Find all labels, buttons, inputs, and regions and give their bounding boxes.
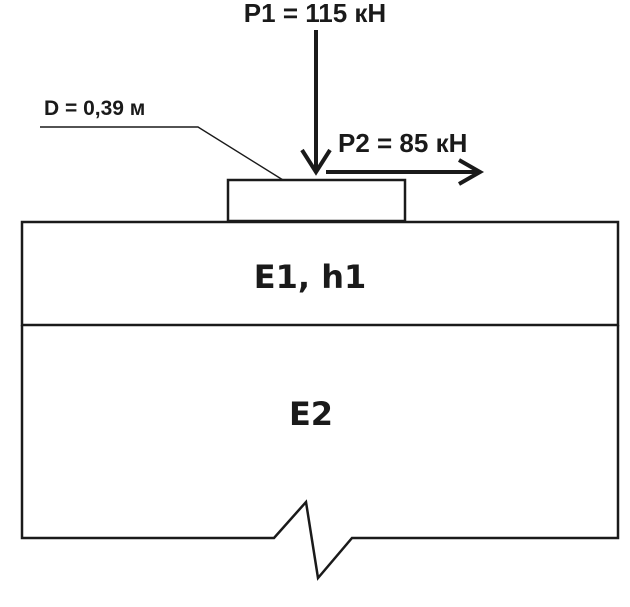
p2-label: P2 = 85 кН bbox=[338, 128, 467, 158]
diameter-leader-line bbox=[40, 126, 284, 181]
upper-layer-label: E1, h1 bbox=[254, 258, 366, 296]
diameter-label: D = 0,39 м bbox=[44, 97, 145, 120]
upper-layer bbox=[20, 220, 620, 327]
load-stamp bbox=[226, 178, 407, 223]
lower-layer-label: E2 bbox=[289, 395, 333, 433]
p1-arrow bbox=[300, 30, 332, 176]
p1-label: P1 = 115 кН bbox=[244, 0, 386, 28]
lower-layer bbox=[20, 325, 620, 581]
p2-arrow bbox=[326, 158, 485, 186]
